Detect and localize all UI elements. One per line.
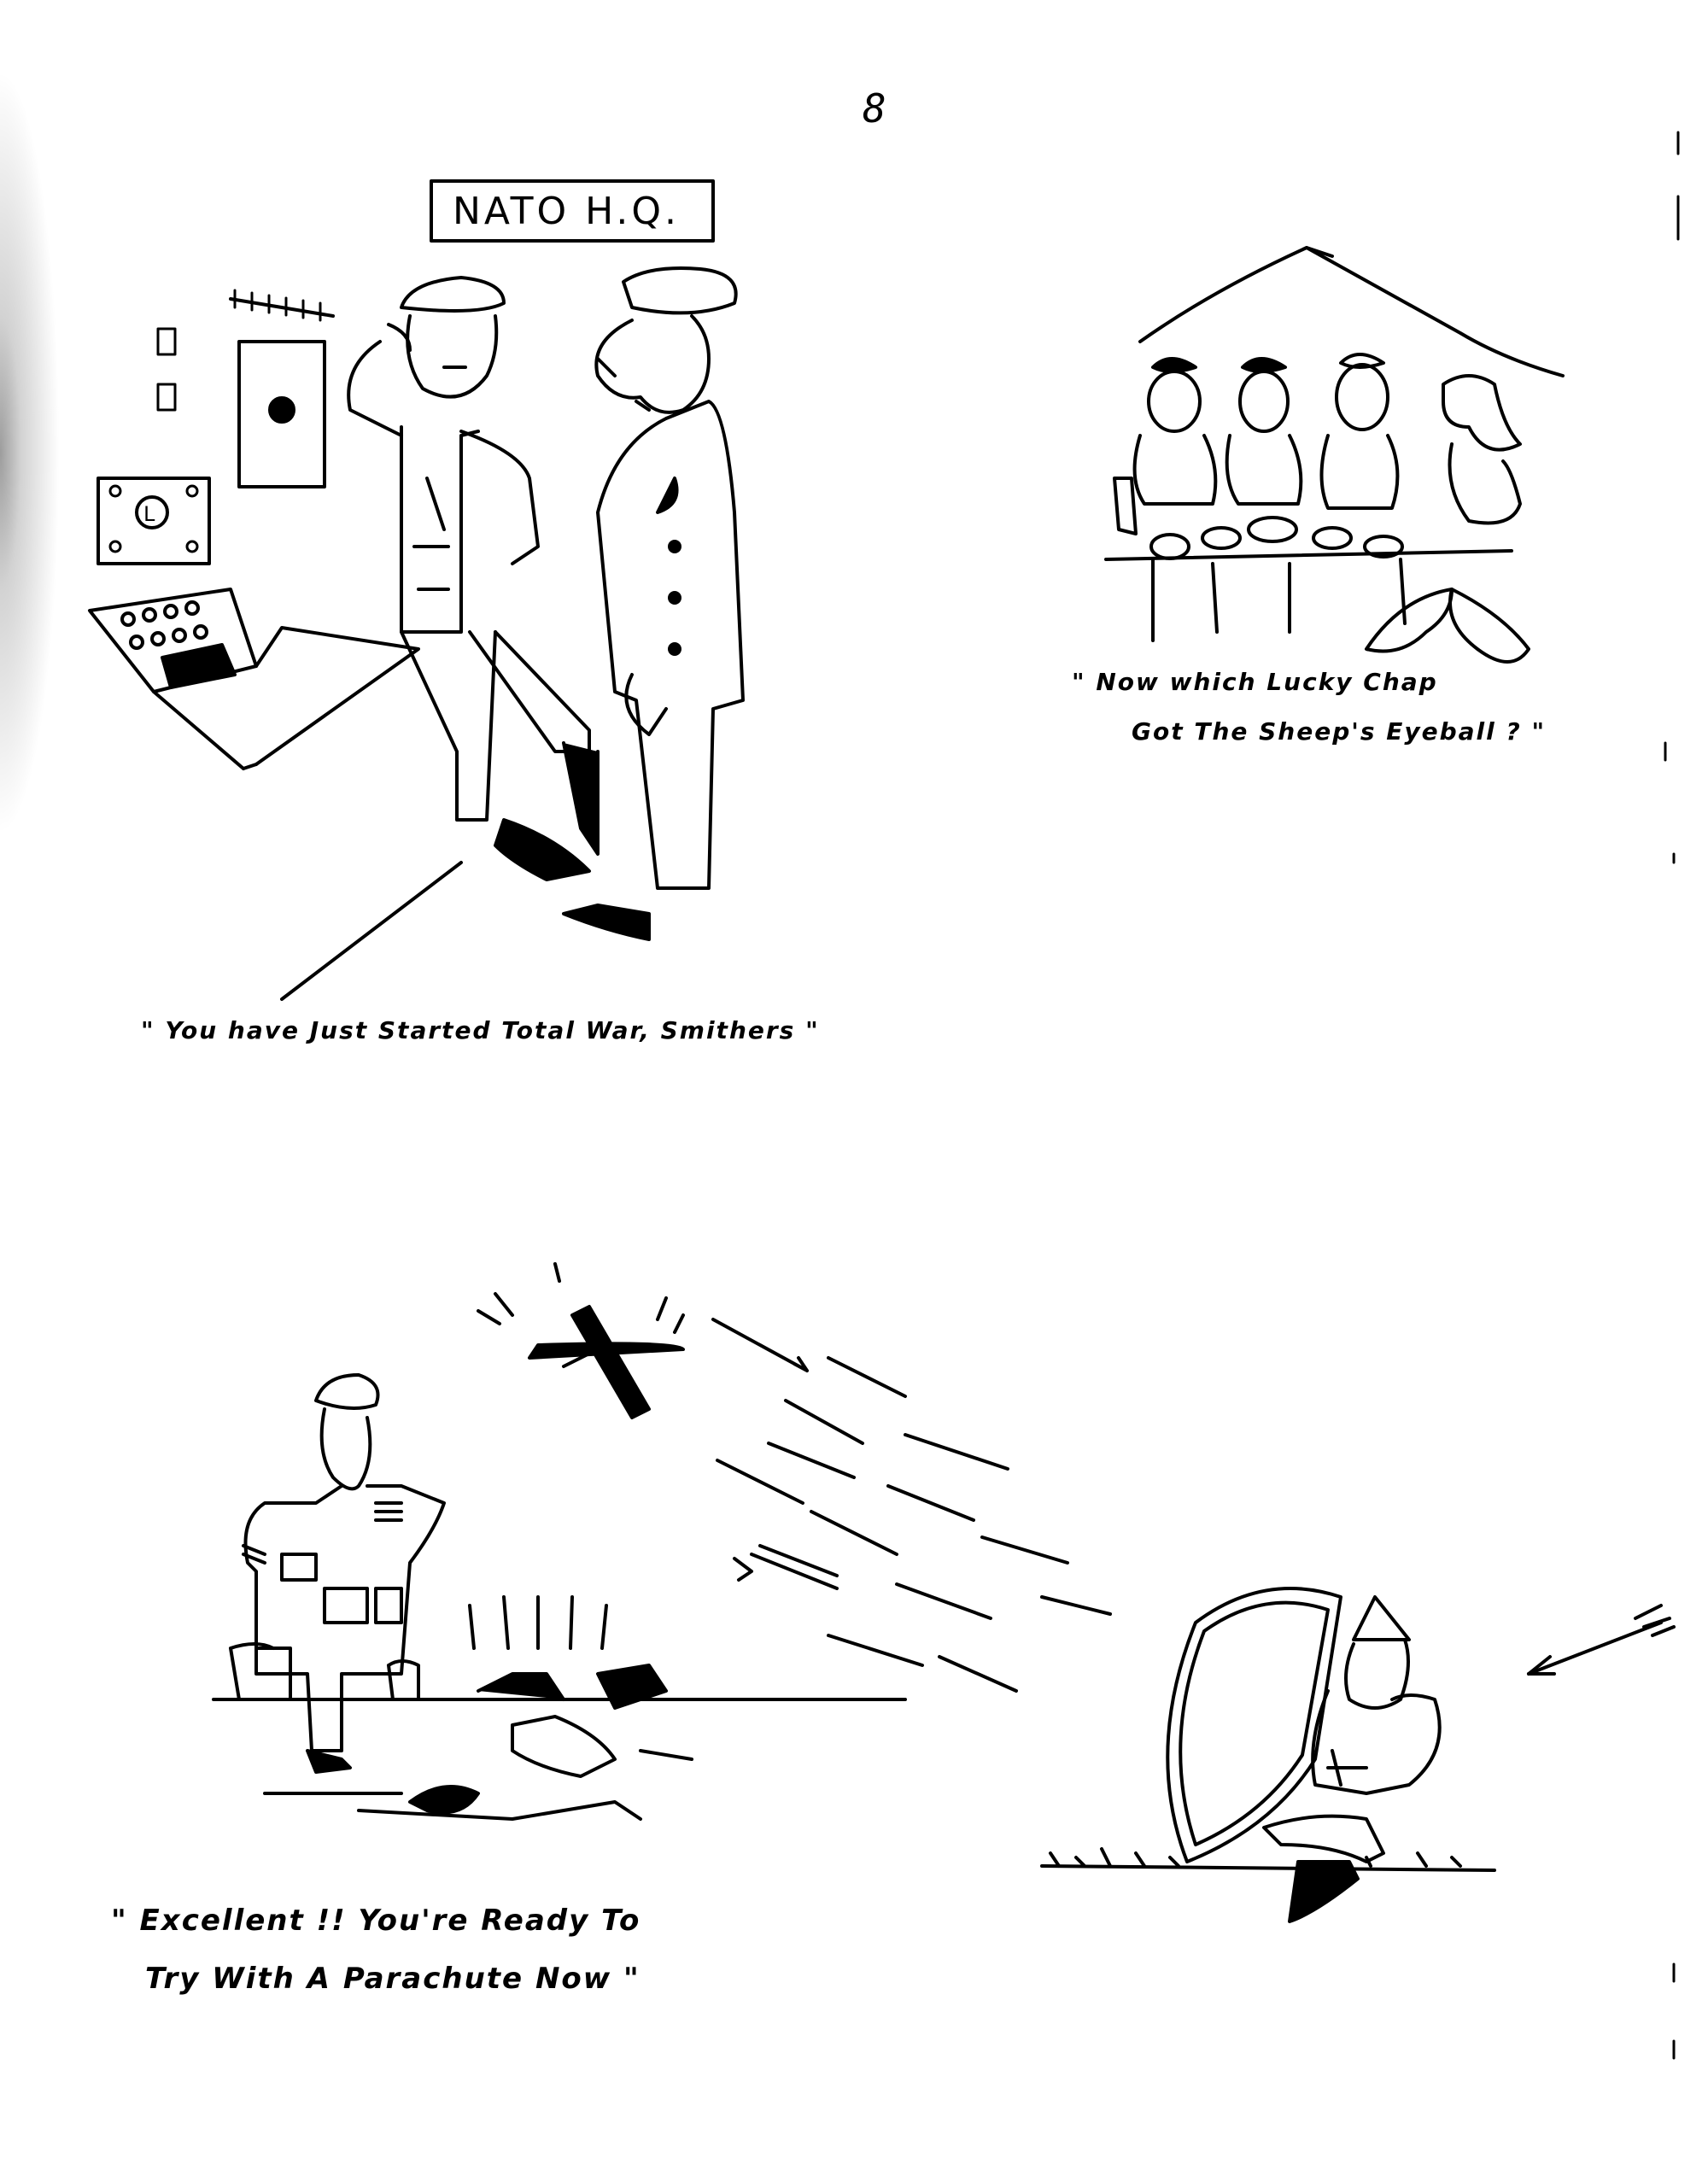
cartoon-2-caption-line-1: " Now which Lucky Chap [1072,668,1438,696]
saluting-arm [347,340,403,437]
officer-cap [400,276,506,313]
cartoon-3-caption: " Excellent !! You're Ready To Try With … [111,1892,811,2008]
arrow-volley [711,1318,1112,1693]
feast-fan [1448,588,1530,664]
general-body [596,400,745,890]
cartoon-nato-hq: NATO H.Q. L [88,179,745,1001]
nato-sign-frame [430,179,715,243]
crusader-ground [1040,1864,1496,1872]
incoming-arrow [1527,1621,1663,1676]
general-cap [622,266,738,315]
page-number: 8 [863,85,886,132]
cartoon-2-caption: " Now which Lucky Chap Got The Sheep's E… [1072,658,1670,757]
cartoon-1-caption: " You have Just Started Total War, Smith… [141,1016,820,1044]
svg-text:L: L [143,502,155,526]
wall-panel [237,340,326,488]
diners [1132,353,1522,525]
scan-shadow [0,68,60,837]
cartoon-arrows-shield [711,1318,1676,1923]
cartoon-3-caption-line-1: " Excellent !! You're Ready To [111,1904,641,1938]
crusader [1262,1595,1442,1923]
cartoon-parachute [212,1262,907,1821]
nato-sign-text: NATO H.Q. [453,190,680,233]
cartoon-3-caption-line-2: Try With A Parachute Now " [145,1962,640,1996]
cartoon-tent-feast [1104,246,1565,664]
officer-legs [400,630,497,822]
airplane [477,1262,685,1419]
crusader-shield [1166,1587,1342,1863]
control-box [97,477,211,565]
wall-vent [229,297,335,318]
crashed-trainee [263,1595,693,1821]
sergeant [242,1373,446,1774]
red-button [268,396,295,424]
tent-roof [1138,246,1565,377]
cartoon-2-caption-line-2: Got The Sheep's Eyeball ? " [1132,717,1547,746]
caption-pointer-line [280,861,463,1001]
